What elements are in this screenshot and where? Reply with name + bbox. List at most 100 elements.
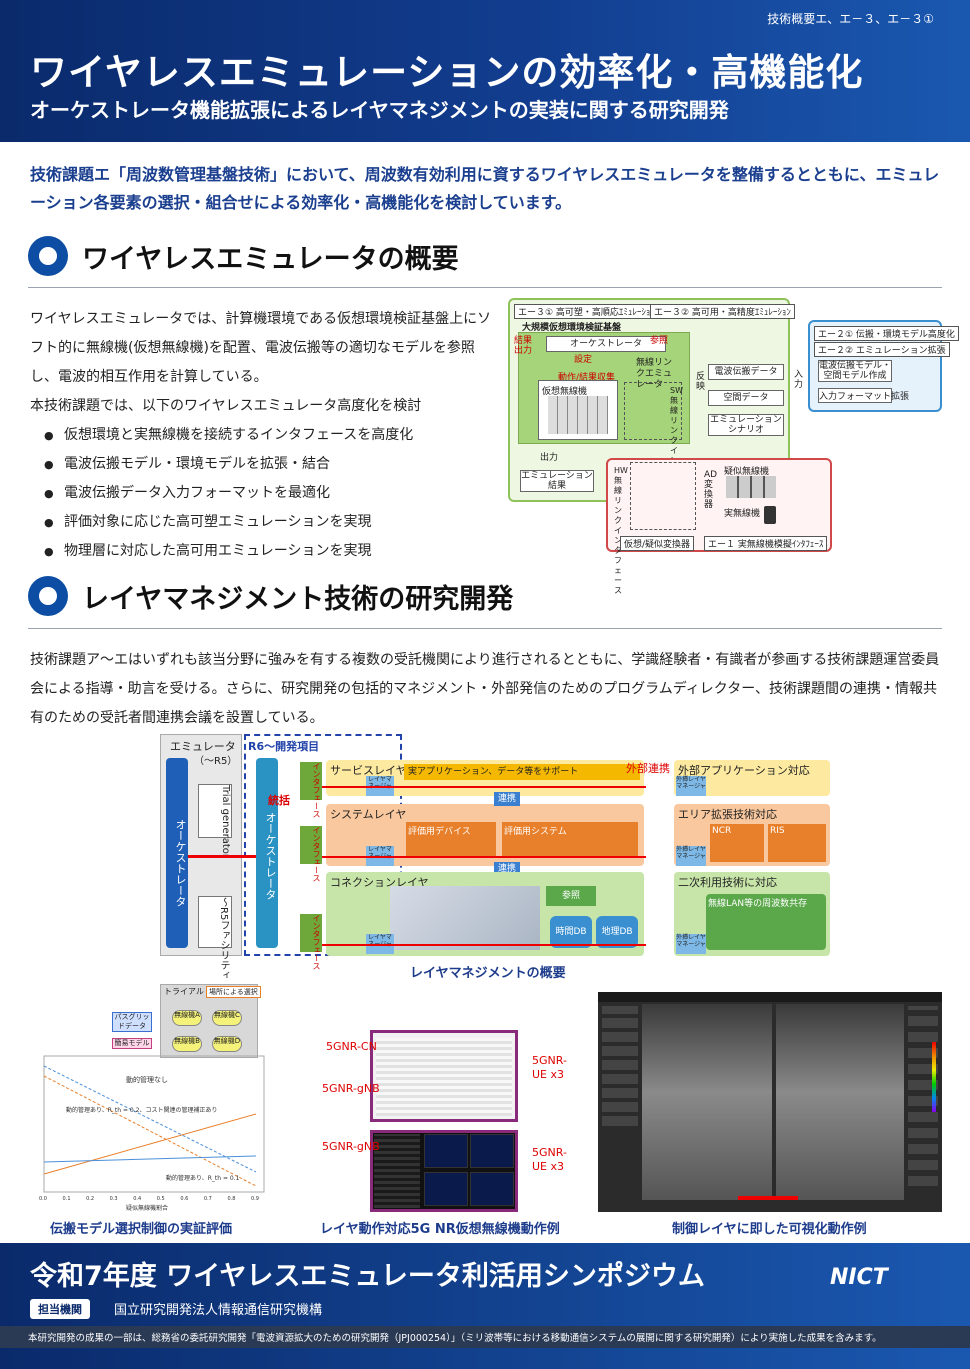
ncr-box: NCR <box>710 824 764 862</box>
wlan-box: 無線LAN等の周波数共存 <box>706 894 826 950</box>
section1-body: ワイヤレスエミュレータでは、計算機環境である仮想環境検証基盤上にソフト的に無線機… <box>30 305 498 566</box>
x-axis-label: 疑似無線機割合 <box>126 1204 168 1212</box>
spectrum-panel <box>424 1172 468 1206</box>
radio-a: 無線機A <box>172 1010 202 1026</box>
orchestrator-label-left: オーケストレータ <box>174 819 187 907</box>
radio-grid-icon <box>548 396 608 434</box>
ext-manager-icon: 外挿レイヤマネージャ <box>676 934 706 954</box>
radio-c: 無線機C <box>212 1010 242 1026</box>
x-tick-label: 0.9 <box>251 1196 259 1202</box>
link-emulator-label: 無線リンクエミュレータ <box>636 358 673 390</box>
org-name: 国立研究開発法人情報通信研究機構 <box>114 1303 323 1318</box>
x-tick-label: 0.2 <box>86 1196 94 1202</box>
list-item: 物理層に対応した高可用エミュレーションを実現 <box>30 537 498 566</box>
layer-diagram-caption: レイヤマネジメントの概要 <box>410 966 566 981</box>
ad-conv-label: AD変換器 <box>704 470 718 510</box>
input-label: 入力 <box>794 370 804 390</box>
list-item: 評価対象に応じた高可塑エミュレーションを実現 <box>30 508 498 537</box>
terminal-text-1 <box>376 1038 512 1116</box>
section2-title: レイヤマネジメント技術の研究開発 <box>82 583 514 615</box>
x-tick-label: 0.6 <box>180 1196 188 1202</box>
x-tick-label: 0.5 <box>157 1196 165 1202</box>
interface-icon: インタフェース <box>300 762 322 818</box>
timeline-slider[interactable] <box>738 1196 798 1200</box>
label-ue: 5GNR-UE x3 <box>532 1054 567 1081</box>
section1-heading: ワイヤレスエミュレータの概要 <box>28 232 459 280</box>
footer-title: 令和7年度 ワイヤレスエミュレータ利活用シンポジウム <box>30 1261 705 1292</box>
trial-generator-box: Trial generator <box>198 784 232 858</box>
orchestrator-label-right: オーケストレータ <box>264 812 277 900</box>
section1-title: ワイヤレスエミュレータの概要 <box>82 243 459 275</box>
footer-note: 本研究開発の成果の一部は、総務省の委託研究開発「電波資源拡大のための研究開発（J… <box>28 1333 882 1344</box>
conv-tab: 仮想/疑似変換器 <box>620 536 695 551</box>
tab-e2-1: エー２① 伝搬・環境モデル高度化 <box>814 326 959 341</box>
tab-e3-2: エー３② 高可用・高精度ｴﾐｭﾚｰｼｮﾝ <box>650 304 795 319</box>
section1-lead: 本技術課題では、以下のワイヤレスエミュレータ高度化を検討 <box>30 398 422 414</box>
setting-label: 設定 <box>574 355 593 365</box>
system-layer-label: システムレイヤ <box>330 808 407 821</box>
reference-label: 参照 <box>650 336 669 346</box>
city-map-image <box>390 886 540 950</box>
reflect-label: 反映 <box>696 372 706 392</box>
interface-icon: インタフェース <box>300 826 322 882</box>
annotation-1: 動的管理なし <box>126 1075 168 1084</box>
handset-icon <box>764 506 776 524</box>
page-subtitle: オーケストレータ機能拡張によるレイヤマネジメントの実装に関する研究開発 <box>30 98 729 122</box>
hw-link-label: HW無線リンクインタフェース <box>614 466 628 595</box>
link-arrow <box>322 944 646 946</box>
emulator-title: エミュレータ <box>170 740 236 753</box>
footer-note-bar <box>0 1326 970 1348</box>
x-tick-label: 0.1 <box>63 1196 71 1202</box>
link-mesh-icon <box>624 382 682 440</box>
color-scale-icon <box>932 1042 936 1112</box>
nict-logo: NICT <box>830 1265 888 1290</box>
integration-label: 統括 <box>268 794 290 807</box>
viewport-left <box>642 1004 772 1200</box>
viewer-toolbar <box>598 992 942 1002</box>
series-line <box>43 1155 257 1163</box>
series-line <box>43 1065 257 1173</box>
input-format-box: 入力フォーマット拡張 <box>818 388 909 403</box>
interface-icon: インタフェース <box>300 914 322 970</box>
tab-e2-2: エー２② エミュレーション拡張 <box>814 342 950 357</box>
selection-label: 場所による選択 <box>206 986 261 998</box>
eval-device-box: 評価用デバイス <box>406 822 496 858</box>
annotation-3: 動的管理あり、R_th = 0.1 <box>166 1174 240 1182</box>
orchestrator-bar-left <box>166 758 188 948</box>
time-db-icon: 時間DB <box>550 916 592 948</box>
link-arrow <box>322 786 646 788</box>
ext-manager-icon: 外挿レイヤマネージャ <box>676 776 706 796</box>
space-data-box: 空間データ <box>708 390 784 406</box>
link-arrow <box>322 856 646 858</box>
scenario-box: エミュレーションシナリオ <box>708 414 784 436</box>
intro-text: 技術課題エ「周波数管理基盤技術」において、周波数有効利用に資するワイヤレスエミュ… <box>30 165 940 212</box>
eval-system-box: 評価用システム <box>502 822 638 858</box>
facility-box: ～R5ファシリティ <box>198 896 232 980</box>
service-support-bar: 実アプリケーション、データ等をサポート <box>404 764 640 780</box>
radio-b: 無線機B <box>172 1036 202 1052</box>
ext-app-label: 外部アプリケーション対応 <box>678 764 810 777</box>
section2-paragraph: 技術課題ア～エはいずれも該当分野に強みを有する複数の受託機関により進行されるとと… <box>30 652 940 726</box>
list-item: 電波伝搬データ入力フォーマットを最適化 <box>30 479 498 508</box>
topic-tag: 技術概要エ、エ－３、エ－３① <box>767 12 934 26</box>
r6-label: R6～開発項目 <box>248 740 320 753</box>
virtual-radio-label: 仮想無線機 <box>542 387 588 397</box>
simple-model-box: 簡易モデル <box>112 1038 152 1049</box>
section2-heading: レイヤマネジメント技術の研究開発 <box>28 572 513 620</box>
platform-label: 大規模仮想環境検証基盤 <box>522 323 622 333</box>
radio-d: 無線機D <box>212 1036 242 1052</box>
annotation-2: 動的管理あり、R_th = 0.2、コスト関連の管理補正あり <box>66 1106 217 1114</box>
fig3-caption: 制御レイヤに即した可視化動作例 <box>672 1222 867 1237</box>
section1-divider <box>28 287 942 288</box>
list-item: 仮想環境と実無線機を接続するインタフェースを高度化 <box>30 421 498 450</box>
pseudo-radio-icon <box>726 476 776 498</box>
orchestrator-bar-right <box>256 758 278 948</box>
fig1-caption: 伝搬モデル選択制御の実証評価 <box>50 1222 233 1237</box>
spectrum-panel <box>470 1134 514 1168</box>
x-tick-label: 0.7 <box>204 1196 212 1202</box>
secondary-label: 二次利用技術に対応 <box>678 876 777 889</box>
label-gnb: 5GNR-gNB <box>322 1082 380 1095</box>
real-radio-label: 実無線機 <box>724 509 761 519</box>
spectrum-panel <box>470 1172 514 1206</box>
